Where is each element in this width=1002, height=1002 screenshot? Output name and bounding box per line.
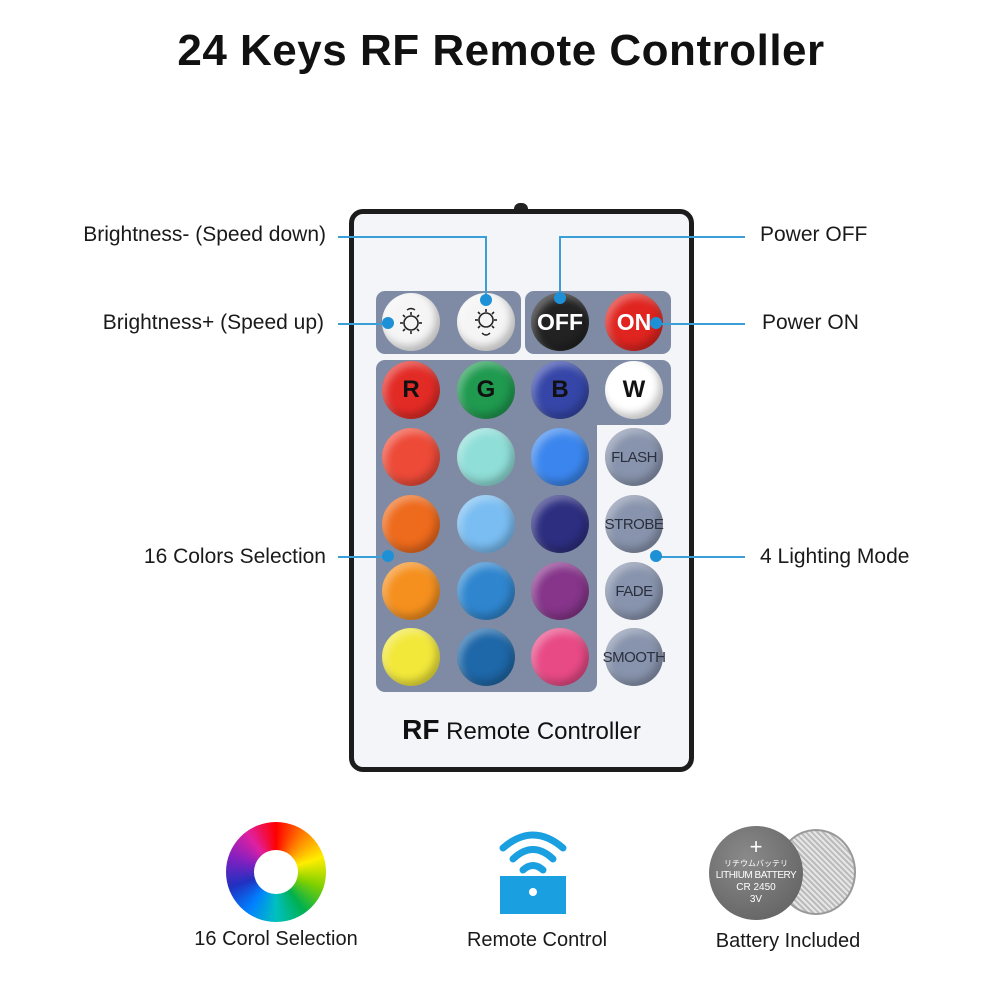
button-w[interactable]: W bbox=[605, 361, 663, 419]
color-button[interactable] bbox=[531, 562, 589, 620]
callout-brightness-down: Brightness- (Speed down) bbox=[83, 223, 326, 246]
mode-button-strobe[interactable]: STROBE bbox=[605, 495, 664, 553]
callout-line bbox=[338, 323, 388, 325]
color-button[interactable] bbox=[457, 495, 515, 553]
callout-brightness-up: Brightness+ (Speed up) bbox=[102, 311, 324, 334]
battery-caption: Battery Included bbox=[715, 930, 861, 952]
color-button[interactable] bbox=[382, 562, 440, 620]
battery-model: CR 2450 bbox=[736, 882, 776, 893]
callout-dot bbox=[382, 317, 394, 329]
remote-top-nub bbox=[514, 203, 528, 211]
sun-icon bbox=[475, 309, 497, 336]
callout-line bbox=[485, 236, 487, 300]
sun-icon bbox=[400, 307, 422, 334]
callout-line bbox=[656, 556, 745, 558]
brand-rest: Remote Controller bbox=[446, 718, 641, 745]
color-wheel-icon bbox=[226, 822, 326, 922]
battery-front-icon: + リチウムバッテリ LITHIUM BATTERY CR 2450 3V bbox=[709, 826, 803, 920]
brand: RF bbox=[402, 714, 440, 745]
color-button[interactable] bbox=[457, 428, 515, 486]
color-button[interactable] bbox=[531, 428, 589, 486]
color-button[interactable] bbox=[531, 628, 589, 686]
battery-voltage: 3V bbox=[749, 894, 763, 905]
callout-dot bbox=[382, 550, 394, 562]
callout-line bbox=[338, 236, 486, 238]
colors-caption: 16 Corol Selection bbox=[194, 928, 358, 950]
brightness-up-button[interactable] bbox=[382, 293, 440, 351]
callout-colors: 16 Colors Selection bbox=[143, 545, 326, 568]
page-title: 24 Keys RF Remote Controller bbox=[177, 26, 825, 75]
battery-type: LITHIUM BATTERY bbox=[715, 870, 797, 881]
color-button[interactable] bbox=[457, 562, 515, 620]
color-button[interactable] bbox=[457, 628, 515, 686]
callout-dot bbox=[650, 550, 662, 562]
color-button[interactable] bbox=[531, 495, 589, 553]
callout-line bbox=[656, 323, 745, 325]
color-button[interactable] bbox=[382, 628, 440, 686]
callout-line bbox=[560, 236, 745, 238]
battery-plus: + bbox=[749, 834, 763, 859]
button-r[interactable]: R bbox=[382, 361, 440, 419]
mode-button-flash[interactable]: FLASH bbox=[605, 428, 663, 486]
mode-button-smooth[interactable]: SMOOTH bbox=[603, 628, 666, 686]
callout-modes: 4 Lighting Mode bbox=[760, 545, 910, 568]
button-b[interactable]: B bbox=[531, 361, 589, 419]
button-g[interactable]: G bbox=[457, 361, 515, 419]
color-button[interactable] bbox=[382, 495, 440, 553]
callout-dot bbox=[554, 292, 566, 304]
callout-power-off: Power OFF bbox=[760, 223, 868, 246]
battery-jp: リチウムバッテリ bbox=[724, 859, 788, 868]
color-button[interactable] bbox=[382, 428, 440, 486]
wireless-remote-icon bbox=[499, 831, 567, 914]
callout-power-on: Power ON bbox=[762, 311, 859, 334]
remote-caption: Remote Control bbox=[466, 929, 608, 951]
callout-dot bbox=[650, 317, 662, 329]
remote-brand-label: RF Remote Controller bbox=[349, 714, 694, 746]
mode-button-fade[interactable]: FADE bbox=[605, 562, 663, 620]
callout-line bbox=[338, 556, 388, 558]
callout-line bbox=[559, 236, 561, 298]
callout-dot bbox=[480, 294, 492, 306]
